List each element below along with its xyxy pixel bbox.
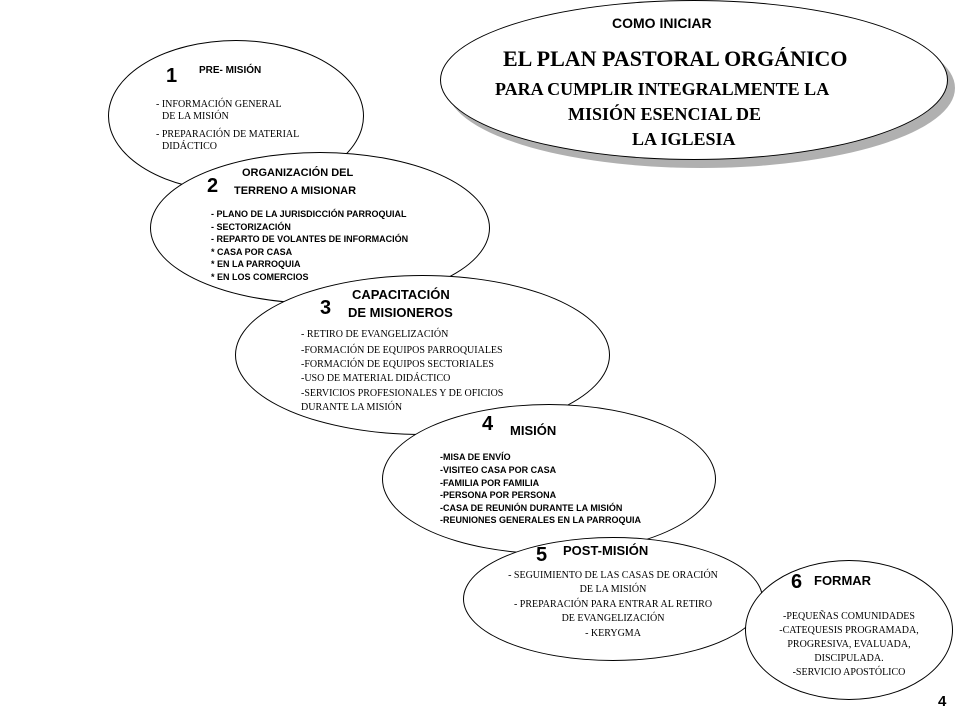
step-1-number: 1 <box>166 65 178 87</box>
step-6-item: PROGRESIVA, EVALUADA, <box>787 639 911 650</box>
title-card-line4: LA IGLESIA <box>632 129 736 149</box>
step-4-item: -VISITEO CASA POR CASA <box>440 465 557 475</box>
step-3-item: -FORMACIÓN DE EQUIPOS SECTORIALES <box>301 359 494 370</box>
step-2-item: * EN LA PARROQUIA <box>211 259 301 269</box>
step-2-item: * EN LOS COMERCIOS <box>211 272 309 282</box>
step-3-title: DE MISIONEROS <box>348 305 453 320</box>
step-6-title: FORMAR <box>814 573 872 588</box>
step-2-title: ORGANIZACIÓN DEL <box>242 167 354 179</box>
step-3-number: 3 <box>320 297 332 319</box>
step-3-item: - RETIRO DE EVANGELIZACIÓN <box>301 329 449 340</box>
step-4-item: -FAMILIA POR FAMILIA <box>440 478 540 488</box>
step-4-ellipse <box>382 404 716 554</box>
step-3-title: CAPACITACIÓN <box>352 287 450 302</box>
step-5-item: - KERYGMA <box>585 628 641 639</box>
step-5-title: POST-MISIÓN <box>563 543 649 558</box>
step-6-item: -SERVICIO APOSTÓLICO <box>792 667 906 678</box>
step-4-item: -REUNIONES GENERALES EN LA PARROQUIA <box>440 515 642 525</box>
step-5-number: 5 <box>536 544 548 566</box>
step-1-item: DIDÁCTICO <box>162 141 217 152</box>
title-card-top: COMO INICIAR <box>612 15 712 31</box>
step-2-item: - REPARTO DE VOLANTES DE INFORMACIÓN <box>211 234 409 244</box>
step-3-item: -USO DE MATERIAL DIDÁCTICO <box>301 373 451 384</box>
step-5-item: - PREPARACIÓN PARA ENTRAR AL RETIRO <box>513 599 713 610</box>
step-6-item: -PEQUEÑAS COMUNIDADES <box>783 611 915 622</box>
step-6-item: -CATEQUESIS PROGRAMADA, <box>779 625 919 636</box>
step-2-item: * CASA POR CASA <box>211 247 293 257</box>
step-4-item: -MISA DE ENVÍO <box>440 452 511 462</box>
title-card-line2: PARA CUMPLIR INTEGRALMENTE LA <box>495 79 830 99</box>
step-3-item: -SERVICIOS PROFESIONALES Y DE OFICIOS <box>301 388 504 399</box>
title-card-line1: EL PLAN PASTORAL ORGÁNICO <box>503 46 848 71</box>
step-2-item: - PLANO DE LA JURISDICCIÓN PARROQUIAL <box>211 209 407 219</box>
step-4-item: -PERSONA POR PERSONA <box>440 490 557 500</box>
step-4-item: -CASA DE REUNIÓN DURANTE LA MISIÓN <box>440 503 623 513</box>
step-1-item: DE LA MISIÓN <box>162 111 229 122</box>
step-2-title: TERRENO A MISIONAR <box>234 185 357 197</box>
step-6-item: DISCIPULADA. <box>814 653 884 664</box>
step-6-ellipse <box>745 560 953 700</box>
step-5-item: DE LA MISIÓN <box>579 584 647 595</box>
step-2-item: - SECTORIZACIÓN <box>211 222 291 232</box>
step-1-item: - INFORMACIÓN GENERAL <box>156 99 282 110</box>
step-6-number: 6 <box>791 571 803 593</box>
page-number: 4 <box>938 693 947 710</box>
step-1-item: - PREPARACIÓN DE MATERIAL <box>156 129 300 140</box>
step-4-number: 4 <box>482 413 494 435</box>
step-1-title: PRE- MISIÓN <box>199 65 262 76</box>
step-4-title: MISIÓN <box>510 423 557 438</box>
title-card-line3: MISIÓN ESENCIAL DE <box>568 104 762 124</box>
step-5-item: DE EVANGELIZACIÓN <box>561 613 665 624</box>
step-2-number: 2 <box>207 175 219 197</box>
step-5-item: - SEGUIMIENTO DE LAS CASAS DE ORACIÓN <box>508 570 718 581</box>
step-5-ellipse <box>463 537 763 661</box>
step-3-item: -FORMACIÓN DE EQUIPOS PARROQUIALES <box>301 345 503 356</box>
title-card <box>440 0 948 160</box>
step-3-item: DURANTE LA MISIÓN <box>301 402 403 413</box>
